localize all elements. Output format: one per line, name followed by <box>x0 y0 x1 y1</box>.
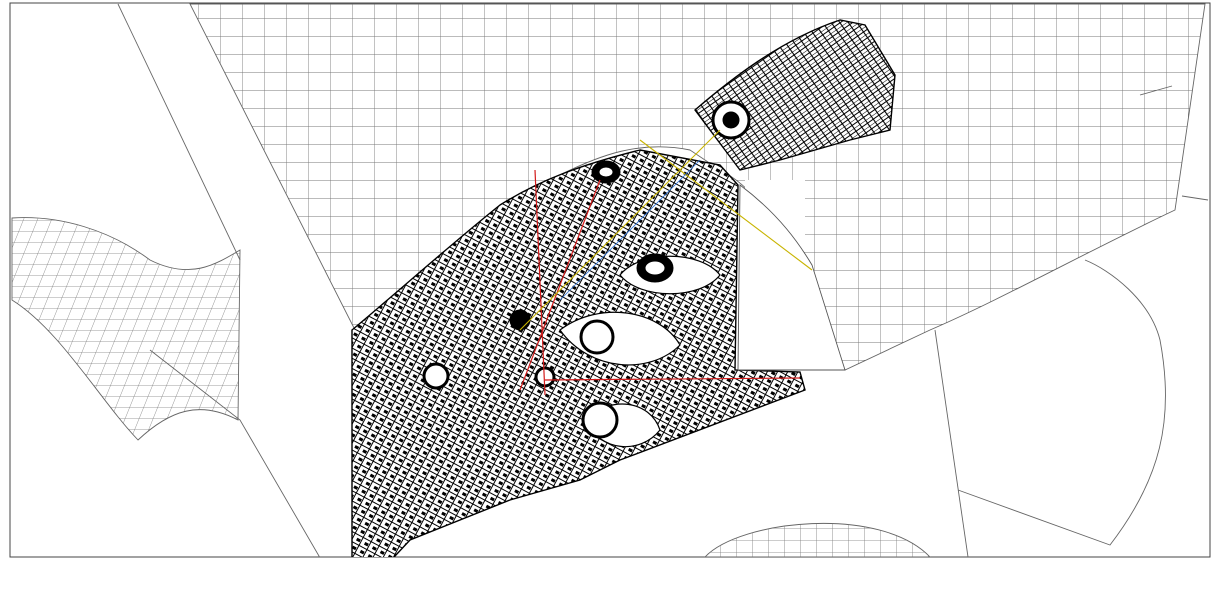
red-section-lines <box>519 169 801 396</box>
grid-surface-left <box>11 217 241 441</box>
plaza-cutouts <box>559 180 846 448</box>
grid-surface-bottom <box>704 522 931 557</box>
dense-site-zone-main <box>351 149 806 557</box>
blue-axis-line <box>559 159 701 301</box>
construction-lines <box>117 3 1209 557</box>
yellow-section-lines <box>519 129 813 331</box>
drawing-frame <box>9 2 1211 558</box>
